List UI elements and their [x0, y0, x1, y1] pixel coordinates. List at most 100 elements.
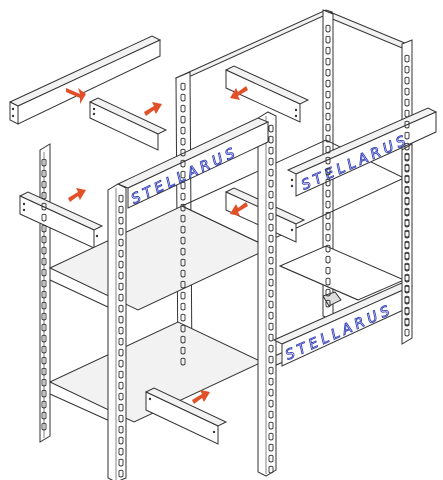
- post-slot: [268, 245, 274, 254]
- post-slot: [325, 266, 331, 275]
- bracket-end: [9, 101, 19, 125]
- post-slot: [41, 334, 47, 343]
- post-slot: [118, 227, 124, 236]
- post-slot: [268, 399, 274, 408]
- post-slot: [180, 335, 186, 344]
- post-slot: [325, 200, 331, 209]
- post-slot: [325, 101, 331, 110]
- post-slot: [118, 414, 124, 423]
- post-slot: [404, 54, 410, 63]
- post-slot: [404, 152, 410, 161]
- post-slot: [268, 344, 274, 353]
- side-bracket-top-right: [224, 65, 310, 123]
- post-slot: [268, 135, 274, 144]
- post-slot: [325, 123, 331, 132]
- bolt-hole: [22, 202, 26, 206]
- back-top-beam-right: [329, 11, 413, 53]
- post-slot: [268, 124, 274, 133]
- post-slot: [41, 345, 47, 354]
- post-slot: [325, 156, 331, 165]
- post-slot: [118, 205, 124, 214]
- post-slot: [268, 432, 274, 441]
- beam-front-face: [295, 111, 437, 197]
- post-slot: [180, 203, 186, 212]
- post-slot: [41, 191, 47, 200]
- post-slot: [325, 145, 331, 154]
- post-slot: [180, 346, 186, 355]
- post-slot: [180, 302, 186, 311]
- post-slot: [404, 273, 410, 282]
- bolt-hole: [95, 234, 99, 238]
- bolt-hole: [11, 107, 15, 111]
- post-slot: [325, 167, 331, 176]
- post-slot: [325, 90, 331, 99]
- post-slot: [404, 87, 410, 96]
- post-slot: [180, 225, 186, 234]
- post-slot: [404, 296, 410, 305]
- post-slot: [404, 186, 410, 195]
- post-slot: [41, 224, 47, 233]
- post-slot: [268, 278, 274, 287]
- bolt-hole: [92, 107, 96, 111]
- post-slot: [404, 197, 410, 206]
- post-far-left: [39, 143, 51, 443]
- post-slot: [180, 115, 186, 124]
- side-bracket-bottom: [144, 387, 228, 445]
- post-slot: [41, 235, 47, 244]
- upright-post-far-left: [39, 143, 51, 443]
- post-slot: [268, 146, 274, 155]
- post-slot: [118, 425, 124, 434]
- post-slot: [404, 318, 410, 327]
- post-slot: [404, 240, 410, 249]
- post-slot: [118, 436, 124, 445]
- post-slot: [180, 214, 186, 223]
- post-slot: [41, 202, 47, 211]
- post-slot: [404, 218, 410, 227]
- arrow-icon: [68, 188, 86, 202]
- post-slot: [404, 76, 410, 85]
- post-slot: [118, 315, 124, 324]
- post-slot: [325, 112, 331, 121]
- direction-arrows: [66, 86, 248, 404]
- post-slot: [325, 233, 331, 242]
- post-slot: [404, 142, 410, 151]
- post-slot: [325, 288, 331, 297]
- arrow-icon: [230, 202, 248, 216]
- post-slot: [404, 219, 410, 228]
- post-slot: [180, 159, 186, 168]
- post-slot: [268, 300, 274, 309]
- post-slot: [268, 256, 274, 265]
- post-slot: [41, 422, 47, 431]
- post-slot: [41, 213, 47, 222]
- post-slot: [325, 244, 331, 253]
- post-slot: [41, 301, 47, 310]
- post-slot: [325, 35, 331, 44]
- post-slot: [41, 180, 47, 189]
- post-slot: [268, 377, 274, 386]
- post-slot: [404, 285, 410, 294]
- post-slot: [41, 389, 47, 398]
- post-slot: [41, 169, 47, 178]
- post-slot: [180, 357, 186, 366]
- bolt-hole: [290, 178, 294, 182]
- post-slot: [41, 290, 47, 299]
- post-slot: [268, 421, 274, 430]
- post-slot: [404, 208, 410, 217]
- bolt-hole: [290, 228, 294, 232]
- bolt-hole: [92, 112, 96, 116]
- arrow-icon: [144, 102, 162, 116]
- post-slot: [41, 257, 47, 266]
- post-slot: [268, 157, 274, 166]
- post-slot: [325, 222, 331, 231]
- post-slot: [118, 403, 124, 412]
- post-slot: [404, 274, 410, 283]
- post-slot: [404, 65, 410, 74]
- post-slot: [404, 164, 410, 173]
- post-slot: [404, 120, 410, 129]
- post-slot: [118, 392, 124, 401]
- post-slot: [41, 268, 47, 277]
- post-slot: [325, 277, 331, 286]
- post-slot: [268, 267, 274, 276]
- post-slot: [180, 269, 186, 278]
